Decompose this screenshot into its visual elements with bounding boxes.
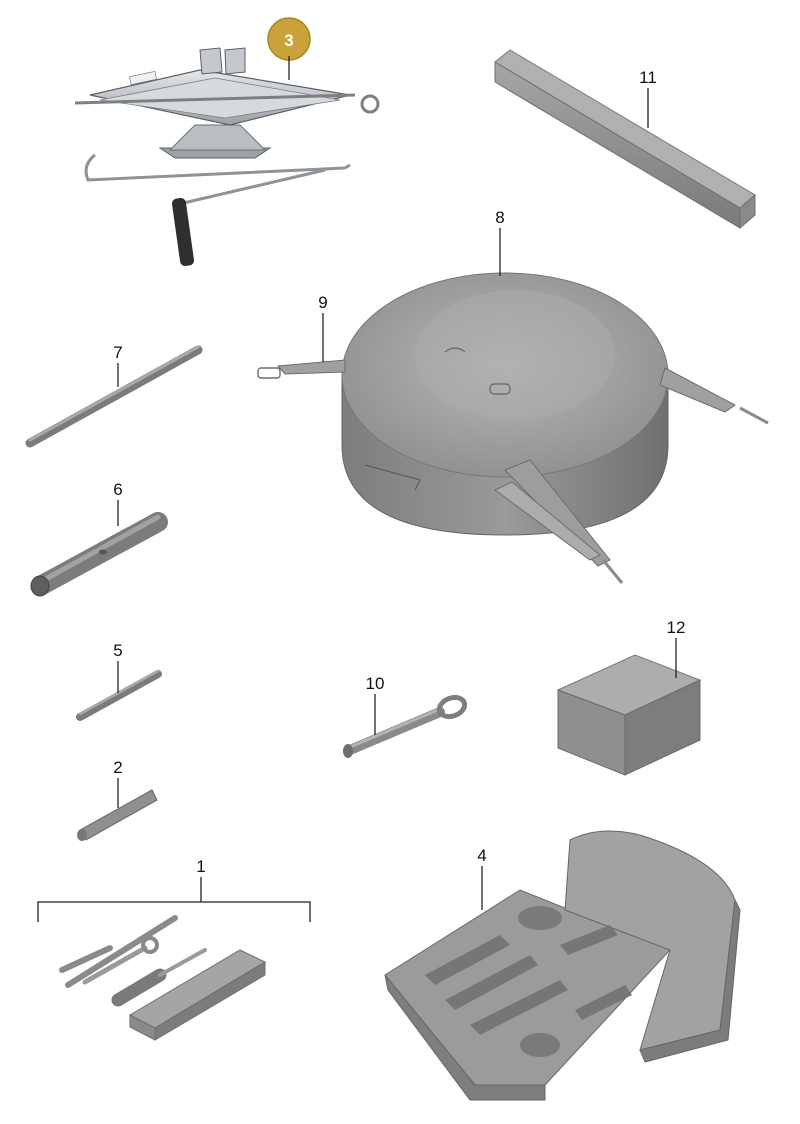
callout-label-3[interactable]: 3 [284,31,293,50]
jack-crank [84,153,351,266]
callout-label-5[interactable]: 5 [113,641,122,660]
callout-label-11[interactable]: 11 [639,68,657,87]
callout-label-8[interactable]: 8 [495,208,504,227]
callout-label-4[interactable]: 4 [477,846,486,865]
scissor-jack [74,47,380,159]
bracket-1 [37,877,311,922]
callout-label-1[interactable]: 1 [196,857,205,876]
tool-tray [384,830,741,1101]
screwdriver-blade [77,789,158,841]
foam-block [556,654,702,776]
box-wrench [30,512,168,597]
spare-wheel-cover [341,272,669,536]
callout-label-9[interactable]: 9 [318,293,327,312]
callout-label-6[interactable]: 6 [113,480,122,499]
callout-label-2[interactable]: 2 [113,758,122,777]
callout-label-7[interactable]: 7 [113,343,122,362]
rod [25,345,203,448]
callout-label-12[interactable]: 12 [667,618,686,637]
callouts: 3 11 8 9 7 6 5 10 12 2 1 4 [37,17,686,922]
tool-kit [59,915,267,1041]
callout-label-10[interactable]: 10 [366,674,385,693]
pin [76,669,162,721]
square-bar [494,49,756,230]
straps [257,359,769,584]
towing-eye [343,694,468,758]
